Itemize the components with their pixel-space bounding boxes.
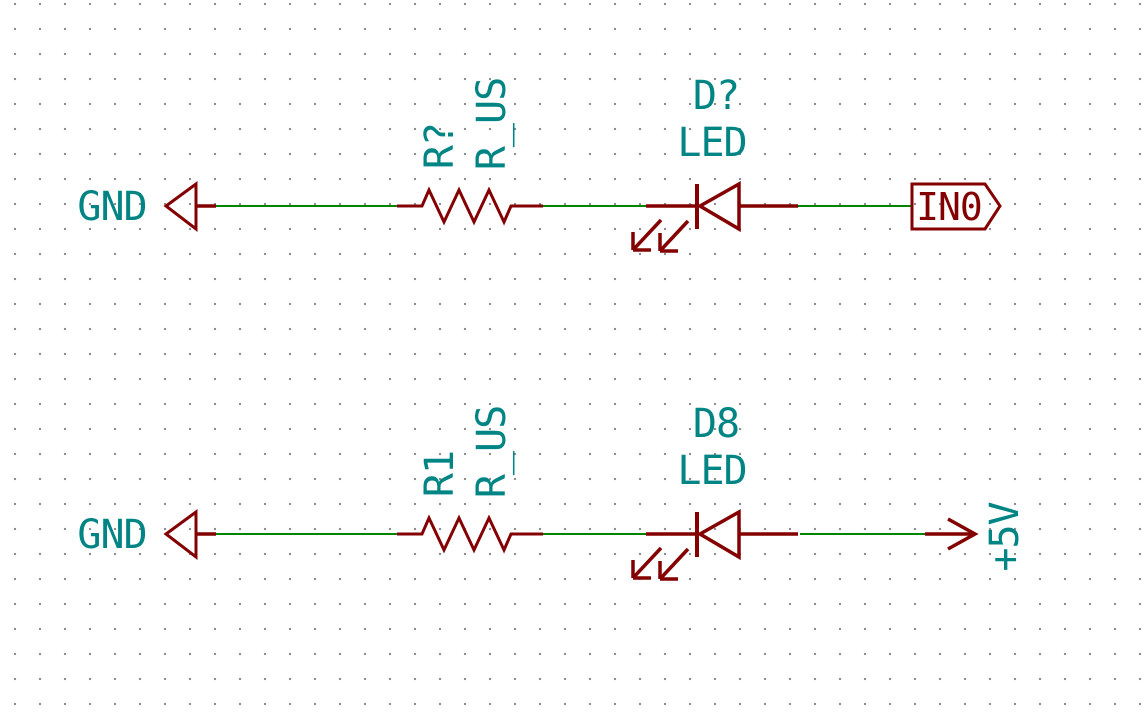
gnd-label-bottom[interactable]: GND (77, 512, 147, 558)
resistor-reference-top[interactable]: R? (417, 122, 463, 170)
hierarchical-label-outline-in0[interactable] (910, 182, 1002, 231)
led-symbol-bottom[interactable] (631, 509, 798, 581)
power-symbol-plus5v[interactable] (925, 517, 979, 551)
gnd-symbol-top[interactable] (163, 181, 216, 233)
led-reference-top[interactable]: D? (692, 73, 740, 119)
gnd-symbol-bottom[interactable] (163, 509, 216, 561)
power-label-plus5v[interactable]: +5V (982, 502, 1028, 572)
resistor-reference-bottom[interactable]: R1 (417, 450, 463, 498)
led-value-top[interactable]: LED (677, 120, 747, 166)
resistor-symbol-bottom[interactable] (397, 514, 543, 554)
gnd-label-top[interactable]: GND (77, 184, 147, 230)
led-reference-bottom[interactable]: D8 (692, 401, 740, 447)
resistor-value-bottom[interactable]: R_US (469, 405, 515, 499)
led-value-bottom[interactable]: LED (677, 448, 747, 494)
led-light-arrows-icon (631, 546, 690, 581)
led-light-arrows-icon (631, 218, 690, 253)
resistor-value-top[interactable]: R_US (469, 77, 515, 171)
resistor-symbol-top[interactable] (397, 186, 543, 226)
hierarchical-label-in0[interactable]: IN0 (916, 185, 983, 229)
led-symbol-top[interactable] (631, 181, 798, 253)
